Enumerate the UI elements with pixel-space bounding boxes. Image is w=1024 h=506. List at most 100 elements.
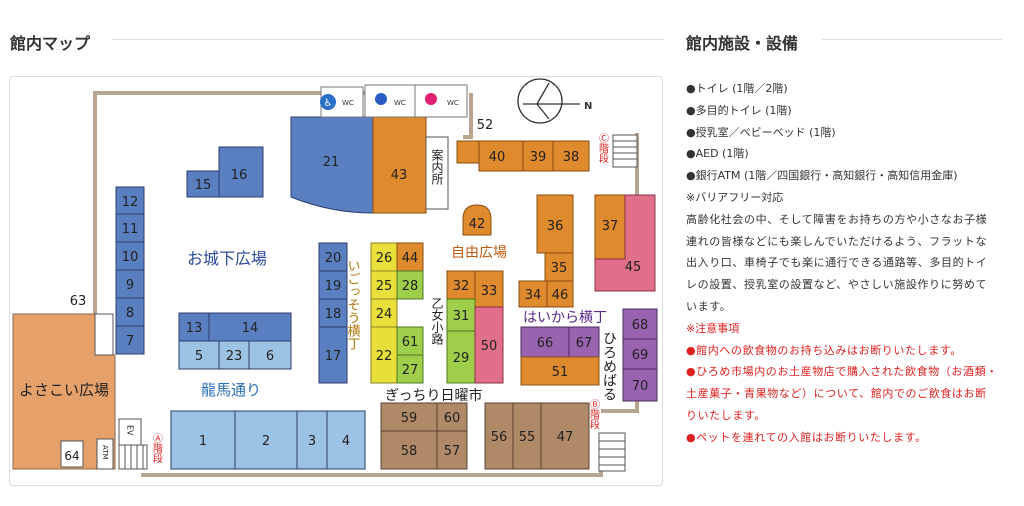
stall-60[interactable] [436,402,468,432]
label-28: 28 [402,279,419,294]
stall-1[interactable] [170,410,236,470]
stall-labels: 12 11 10 9 8 7 15 16 21 43 52 40 39 38 4… [64,118,648,463]
facilities-heading: 館内施設・設備 [686,34,799,53]
stall-26[interactable] [370,242,398,272]
label-14: 14 [242,321,259,336]
label-52: 52 [477,118,494,133]
notice-pets: ●ペットを連れての入館はお断りいたします。 [686,430,927,444]
label-29: 29 [453,351,470,366]
stall-44[interactable] [396,242,424,272]
stall-38[interactable] [552,140,590,172]
restroom-block: ♿ WC WC WC [320,84,468,118]
stall-68[interactable] [622,308,658,340]
stall-33[interactable] [474,270,504,308]
hiromebaru-label: ひろめばる [601,331,617,401]
igosso-block [370,242,424,384]
label-43: 43 [391,168,408,183]
stall-9[interactable] [115,269,145,299]
stall-14[interactable] [208,312,292,342]
label-63: 63 [70,294,87,309]
wc-label-3: WC [447,99,459,107]
stall-6[interactable] [248,340,292,370]
stall-64[interactable] [60,440,84,468]
label-51: 51 [552,365,569,380]
wheelchair-icon [320,94,336,110]
stall-27[interactable] [396,354,424,384]
stall-56[interactable] [484,402,514,470]
stall-63[interactable] [94,313,114,356]
label-67: 67 [576,336,593,351]
atm-box[interactable] [96,438,114,470]
stairs-c-icon [612,134,638,168]
stall-55[interactable] [512,402,542,470]
label-68: 68 [632,318,649,333]
gicchiri-label: ぎっちり日曜市 [385,387,482,404]
label-66: 66 [537,336,554,351]
stall-69[interactable] [622,338,658,370]
stall-3[interactable] [296,410,328,470]
label-21: 21 [323,155,340,170]
stall-8[interactable] [115,297,145,327]
stall-11[interactable] [115,213,145,243]
stall-61[interactable] [396,326,424,356]
stairs-b-icon [598,432,626,472]
stall-34[interactable] [518,280,548,308]
stall-43[interactable] [372,116,427,214]
stall-46[interactable] [546,280,574,308]
stall-51[interactable] [520,356,600,386]
label-70: 70 [632,379,649,394]
stall-10[interactable] [115,241,145,271]
stall-16[interactable] [218,146,264,198]
info-center[interactable] [425,136,449,210]
stall-57[interactable] [436,430,468,470]
label-64: 64 [64,449,79,463]
facility-item-toilet: ●トイレ (1階／2階) [686,82,788,95]
label-10: 10 [122,250,139,265]
stall-36[interactable] [536,194,574,254]
label-44: 44 [402,251,419,266]
label-56: 56 [491,430,508,445]
label-40: 40 [489,150,506,165]
label-46: 46 [552,288,569,303]
label-26: 26 [376,251,393,266]
label-13: 13 [186,321,203,336]
notice-title: ※注意事項 [686,321,740,335]
stall-23[interactable] [218,340,250,370]
stall-12[interactable] [115,186,145,215]
stall-70[interactable] [622,368,658,402]
stall-39[interactable] [522,140,554,172]
stall-28[interactable] [396,270,424,300]
stall-17[interactable] [318,326,348,384]
stall-4[interactable] [326,410,366,470]
stall-20[interactable] [318,242,348,272]
label-61: 61 [402,335,419,350]
label-39: 39 [530,150,547,165]
label-38: 38 [563,150,580,165]
stall-42[interactable] [462,204,492,236]
facilities-info: ●トイレ (1階／2階) ●多目的トイレ (1階) ●授乳室／ベビーベッド (1… [686,78,998,449]
stall-47[interactable] [540,402,590,470]
haikara-yokocho-label: はいから横丁 [523,310,607,326]
stall-2[interactable] [234,410,298,470]
stall-19[interactable] [318,270,348,300]
stall-15[interactable] [186,170,220,198]
label-12: 12 [122,195,139,210]
stall-22[interactable] [370,326,398,384]
stall-40[interactable] [478,140,524,172]
label-35: 35 [551,261,568,276]
label-31: 31 [453,309,470,324]
stall-29[interactable] [446,330,476,384]
label-45: 45 [625,260,642,275]
facility-item-multipurpose-toilet: ●多目的トイレ (1階) [686,103,792,117]
stall-50[interactable] [474,306,504,384]
label-24: 24 [376,307,393,322]
label-8: 8 [126,306,134,321]
label-57: 57 [444,444,461,459]
label-33: 33 [481,284,498,299]
stall-45[interactable] [594,194,656,292]
stall-67[interactable] [568,326,600,358]
label-22: 22 [376,349,393,364]
stall-7[interactable] [115,325,145,355]
label-4: 4 [342,434,350,449]
label-20: 20 [325,251,342,266]
